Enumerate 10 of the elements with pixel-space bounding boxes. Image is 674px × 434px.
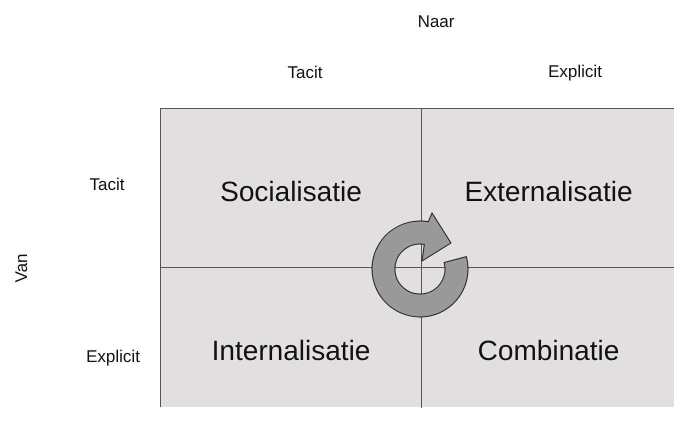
quadrant-title: Socialisatie [219, 176, 363, 208]
axis-title: Van [12, 254, 32, 282]
quadrant-title: Externalisatie [463, 176, 634, 208]
column-header: Explicit [548, 62, 602, 82]
quadrant-title: Combinatie [476, 335, 620, 367]
row-header: Tacit [90, 175, 124, 195]
quadrant-title: Internalisatie [210, 335, 372, 367]
column-header: Tacit [288, 63, 322, 83]
row-header: Explicit [86, 347, 140, 367]
axis-title: Naar [418, 12, 454, 32]
